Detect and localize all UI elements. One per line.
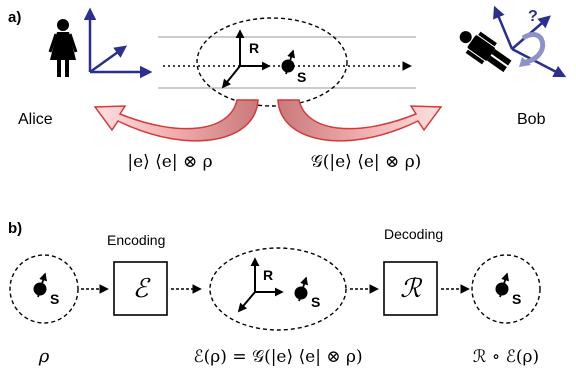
reference-frame-R-axes <box>221 29 271 89</box>
spin-S-label: S <box>297 69 306 85</box>
encoded-frame-R-label: R <box>263 267 273 283</box>
output-spin-S-label: S <box>512 291 521 307</box>
encoder-symbol: ℰ <box>133 274 151 304</box>
output-state-circle <box>471 254 541 324</box>
decoded-state-formula: ℛ ∘ ℰ(ρ) <box>473 347 539 367</box>
red-arrow-to-bob <box>277 99 443 142</box>
bob-label: Bob <box>517 111 546 128</box>
system-ellipse <box>196 17 348 107</box>
red-arrow-to-alice <box>93 99 259 142</box>
encoding-label: Encoding <box>107 232 165 248</box>
decoding-label: Decoding <box>384 226 443 242</box>
alice-reference-frame-axes <box>83 7 153 79</box>
encoded-spin-icon <box>294 276 308 302</box>
transmission-channel <box>158 36 416 89</box>
spin-S-icon <box>281 49 295 75</box>
decoder-box <box>383 261 438 316</box>
encoder-box <box>113 261 168 316</box>
alice-state-formula: |e⟩ ⟨e| ⊗ ρ <box>127 152 212 172</box>
input-state-formula: ρ <box>38 346 50 367</box>
encoded-state-ellipse <box>209 247 347 331</box>
input-spin-S-label: S <box>50 291 59 307</box>
encoded-frame-R-axes <box>237 257 284 313</box>
decoder-symbol: ℛ <box>400 274 423 304</box>
panel-b-label: b) <box>8 220 22 237</box>
input-spin-icon <box>33 272 47 298</box>
bob-state-formula: 𝒢(|e⟩ ⟨e| ⊗ ρ) <box>311 152 422 172</box>
alice-label: Alice <box>18 111 53 128</box>
output-spin-icon <box>495 272 509 298</box>
man-figure-icon <box>459 31 512 73</box>
woman-figure-icon <box>48 19 78 77</box>
encoded-spin-S-label: S <box>311 294 320 310</box>
panel-a-label: a) <box>8 9 21 26</box>
bob-reference-frame-axes <box>493 5 567 78</box>
encoded-state-formula: ℰ(ρ) = 𝒢(|e⟩ ⟨e| ⊗ ρ) <box>193 347 362 367</box>
input-state-circle <box>9 254 79 324</box>
frame-R-label: R <box>249 40 259 56</box>
question-mark: ? <box>528 8 538 25</box>
